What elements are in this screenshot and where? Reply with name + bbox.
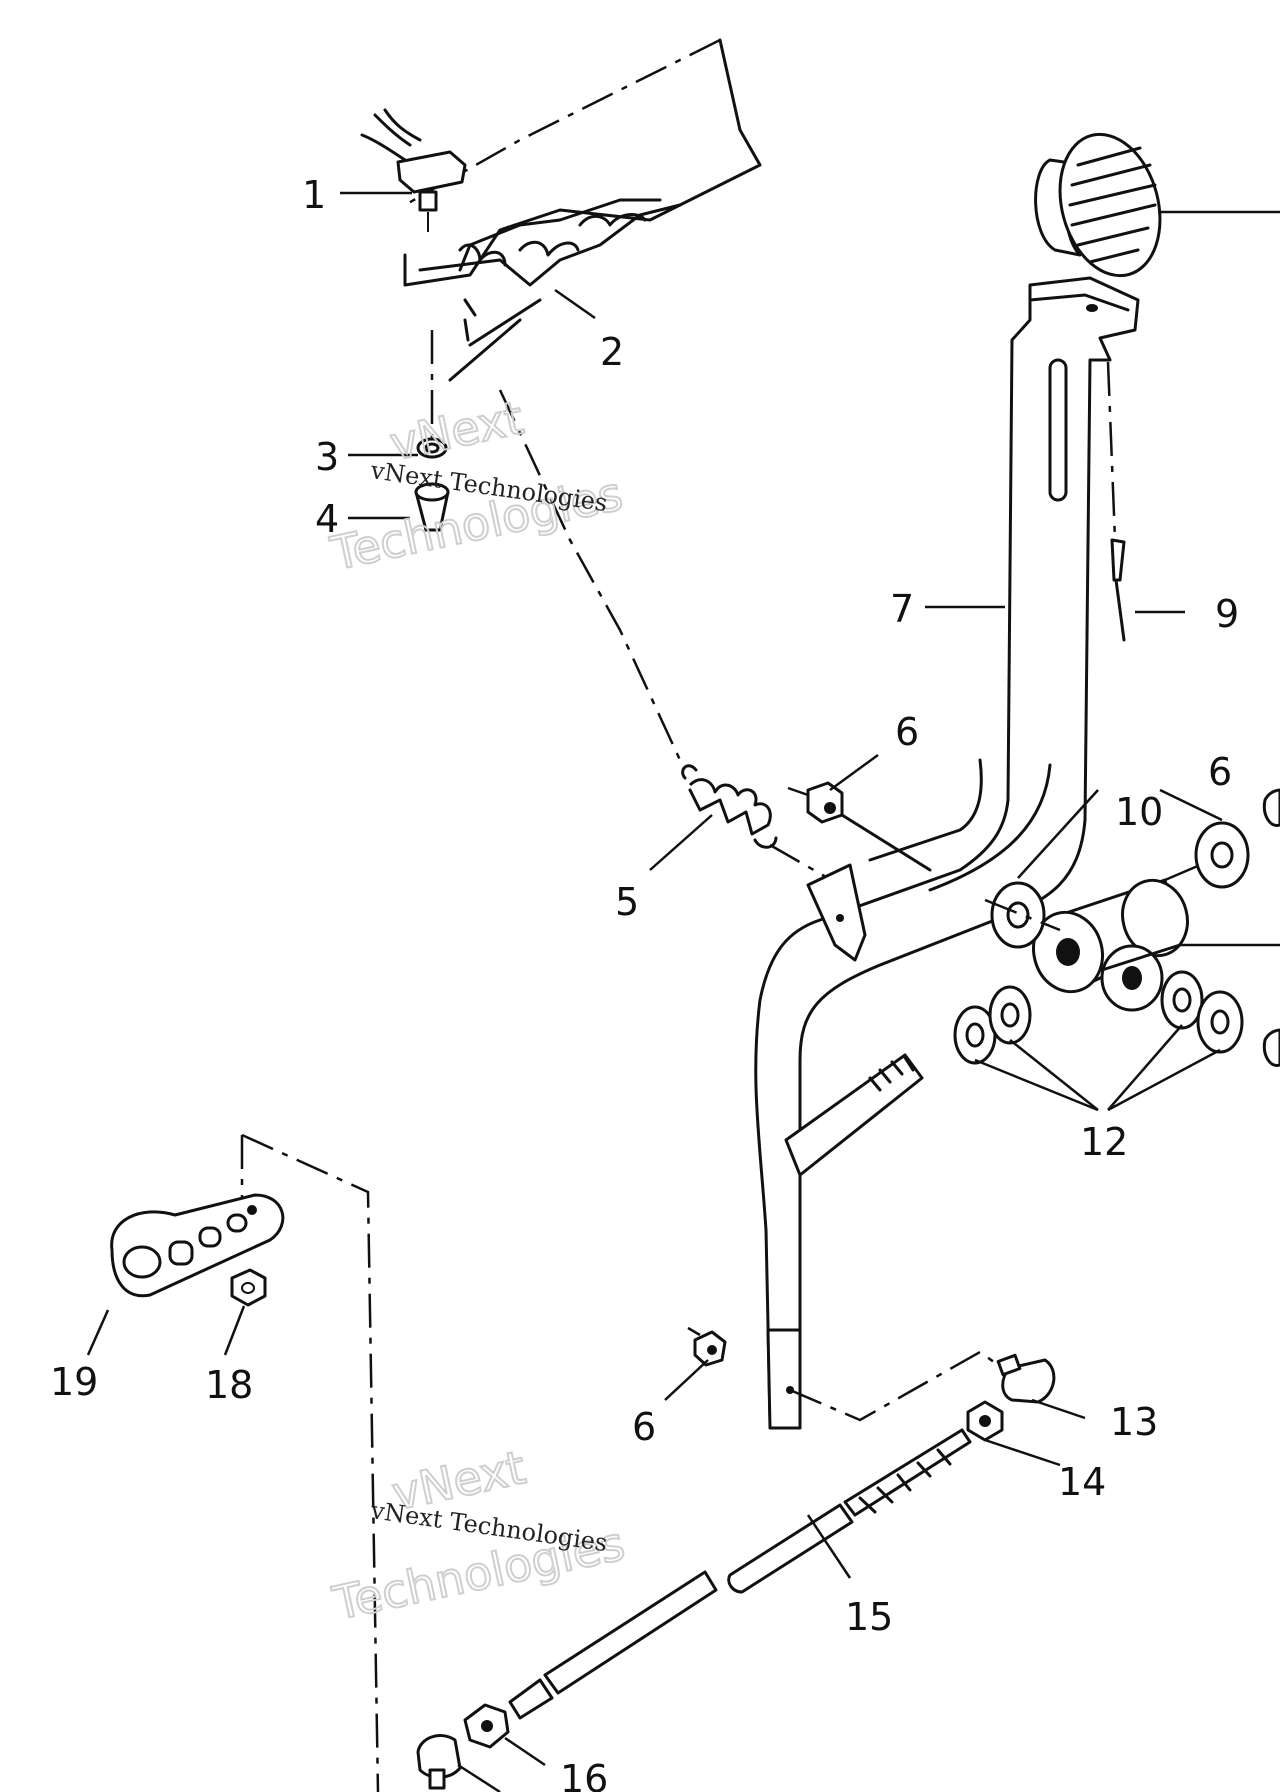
callout-14: 14	[1058, 1460, 1106, 1504]
callout-6-right: 6	[1208, 750, 1232, 794]
callout-4: 4	[315, 497, 339, 541]
washer-grommet	[414, 330, 450, 532]
callout-19: 19	[50, 1360, 98, 1404]
callout-13: 13	[1110, 1400, 1158, 1444]
nut-lower	[687, 1326, 727, 1367]
callout-12: 12	[1080, 1120, 1128, 1164]
callout-3: 3	[315, 435, 339, 479]
spring-part	[498, 389, 841, 887]
callout-5: 5	[615, 880, 639, 924]
callout-6-lower: 6	[632, 1405, 656, 1449]
callout-7: 7	[890, 587, 914, 631]
callout-18: 18	[205, 1363, 253, 1407]
foot-pedal	[1034, 132, 1280, 278]
callout-6-upper: 6	[895, 710, 919, 754]
callout-10: 10	[1115, 790, 1163, 834]
tie-rod-assembly	[416, 1350, 1056, 1790]
callout-15: 15	[845, 1595, 893, 1639]
bracket-plate	[110, 1133, 380, 1792]
callout-9: 9	[1215, 592, 1239, 636]
callout-2: 2	[600, 330, 624, 374]
mounting-panel	[403, 38, 762, 382]
callout-16: 16	[560, 1757, 608, 1792]
callout-1: 1	[302, 173, 326, 217]
leader-lines	[86, 191, 1185, 1792]
lever-arm	[754, 276, 1140, 1430]
pin-part	[1106, 361, 1126, 642]
callout-labels: 1 2 3 4 5 6 6 6 7 9 10 12 13 14 15 16 18…	[50, 173, 1239, 1792]
pivot-assembly	[953, 788, 1280, 1112]
nut-upper	[787, 781, 932, 872]
watermark-big-top: vNext	[385, 390, 528, 471]
switch-part	[360, 108, 467, 232]
